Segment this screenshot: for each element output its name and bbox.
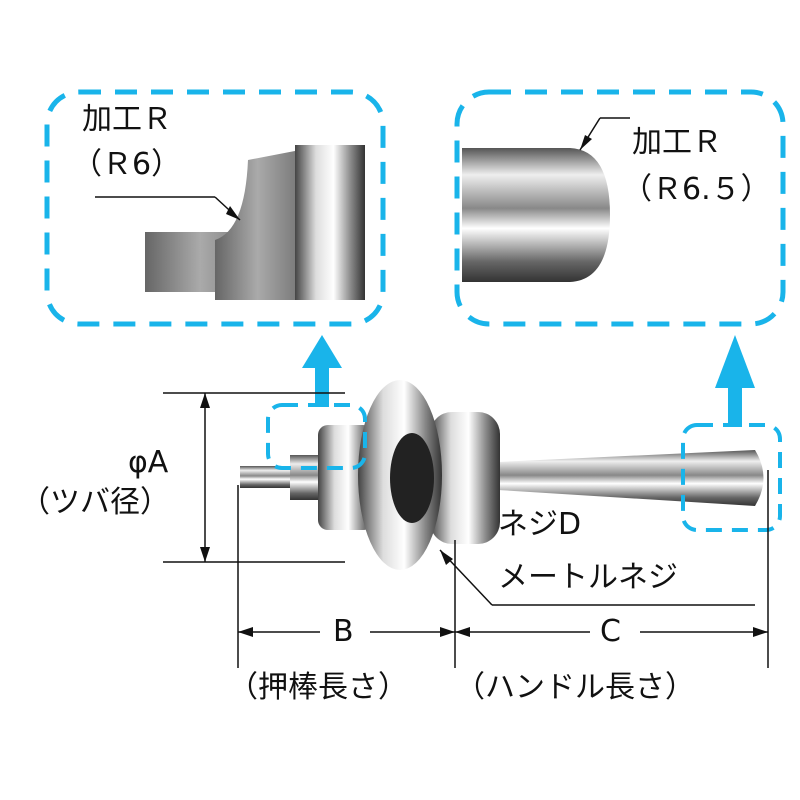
thread-label: ネジD xyxy=(498,507,582,542)
arrow-up-right-icon xyxy=(715,335,755,427)
detail-marker-right xyxy=(681,423,782,532)
handle-lever xyxy=(498,450,764,506)
dimension-lines xyxy=(163,392,769,668)
dim-c-desc: （ハンドル長さ） xyxy=(455,670,695,705)
dim-a-desc: （ツバ径） xyxy=(20,485,170,520)
detail-box-right xyxy=(454,89,786,327)
body-closeup xyxy=(295,145,365,300)
dim-b-desc: （押棒長さ） xyxy=(228,670,408,705)
dimension-arrowheads xyxy=(200,393,768,637)
detail-marker-left xyxy=(266,403,367,470)
right-fillet-label: 加工Ｒ xyxy=(632,125,722,160)
dim-a-symbol: φA xyxy=(128,445,169,480)
hub xyxy=(430,412,500,544)
fillet-closeup xyxy=(215,150,300,300)
body xyxy=(318,425,373,530)
push-rod xyxy=(240,466,300,488)
thread-desc: メートルネジ xyxy=(498,560,678,595)
dim-b-symbol: B xyxy=(333,614,354,649)
left-fillet-label: 加工Ｒ xyxy=(82,102,172,137)
detail-box-left xyxy=(44,89,386,327)
dim-c-symbol: C xyxy=(600,614,621,649)
product-image xyxy=(240,380,764,570)
arrow-up-left-icon xyxy=(302,335,342,407)
left-fillet-radius: （Ｒ6） xyxy=(72,147,182,182)
right-fillet-radius: （Ｒ6.５） xyxy=(622,172,771,207)
handle-end-closeup xyxy=(462,148,610,282)
